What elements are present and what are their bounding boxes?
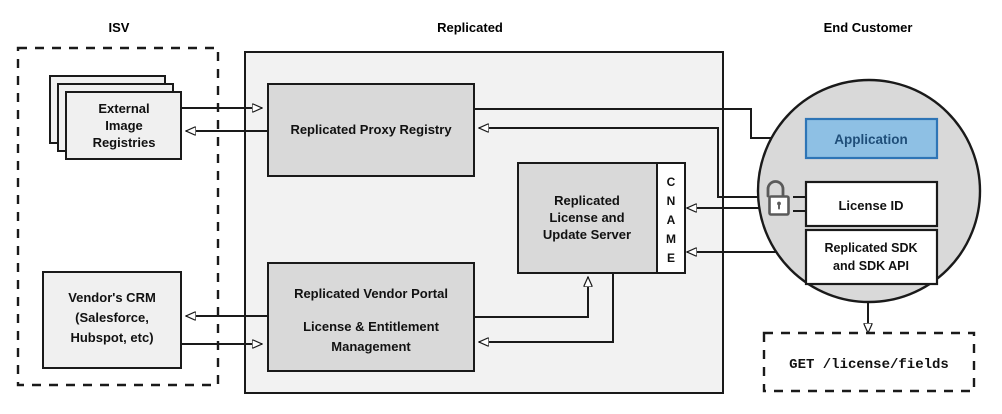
edge-portal-to-license-server	[473, 277, 588, 318]
api-call-label: GET /license/fields	[789, 357, 949, 373]
replicated-license-update-server-box: Replicated License and Update Server	[517, 162, 658, 274]
vendor-crm-line-3: Hubspot, etc)	[70, 330, 153, 345]
cname-letter-5: E	[667, 251, 675, 265]
application-label: Application	[834, 132, 908, 147]
cname-strip: C N A M E	[656, 162, 686, 274]
zone-title-replicated: Replicated	[437, 20, 503, 35]
edge-license-server-to-portal	[479, 272, 614, 342]
edge-customer-to-proxy	[479, 128, 779, 198]
zone-title-end-customer: End Customer	[824, 20, 913, 35]
license-server-line-1: Replicated	[554, 193, 620, 208]
lock-connector-stubs	[793, 196, 806, 212]
cname-letter-4: M	[666, 232, 676, 246]
vendor-crm-line-2: (Salesforce,	[75, 310, 149, 325]
replicated-sdk-box: Replicated SDK and SDK API	[804, 228, 939, 286]
application-box: Application	[804, 117, 939, 160]
cname-letter-1: C	[667, 175, 676, 189]
vendor-portal-line-1: Replicated Vendor Portal	[294, 286, 448, 301]
license-id-label: License ID	[838, 198, 903, 213]
external-registries-line-2: Image	[105, 118, 143, 133]
license-server-line-2: License and	[549, 210, 624, 225]
vendor-crm-box: Vendor's CRM (Salesforce, Hubspot, etc)	[42, 271, 182, 369]
cname-letter-2: N	[667, 194, 676, 208]
vendor-portal-line-2: License & Entitlement	[303, 319, 439, 334]
zone-title-isv: ISV	[109, 20, 130, 35]
unlocked-padlock-icon	[766, 180, 790, 216]
external-registries-line-3: Registries	[93, 135, 156, 150]
vendor-crm-line-1: Vendor's CRM	[68, 290, 156, 305]
api-call-box: GET /license/fields	[762, 331, 976, 393]
external-registries-line-1: External	[98, 101, 149, 116]
sdk-line-1: Replicated SDK	[824, 241, 917, 255]
external-image-registries: External Image Registries	[49, 75, 182, 160]
replicated-proxy-registry-box: Replicated Proxy Registry	[267, 83, 475, 177]
cname-letter-3: A	[667, 213, 676, 227]
proxy-registry-label: Replicated Proxy Registry	[290, 122, 452, 137]
license-server-line-3: Update Server	[543, 227, 631, 242]
vendor-portal-line-3: Management	[331, 339, 411, 354]
replicated-vendor-portal-box: Replicated Vendor Portal License & Entit…	[267, 262, 475, 372]
license-id-box: License ID	[804, 180, 939, 228]
isv-zone-boundary	[16, 46, 220, 387]
sdk-line-2: and SDK API	[833, 259, 909, 273]
